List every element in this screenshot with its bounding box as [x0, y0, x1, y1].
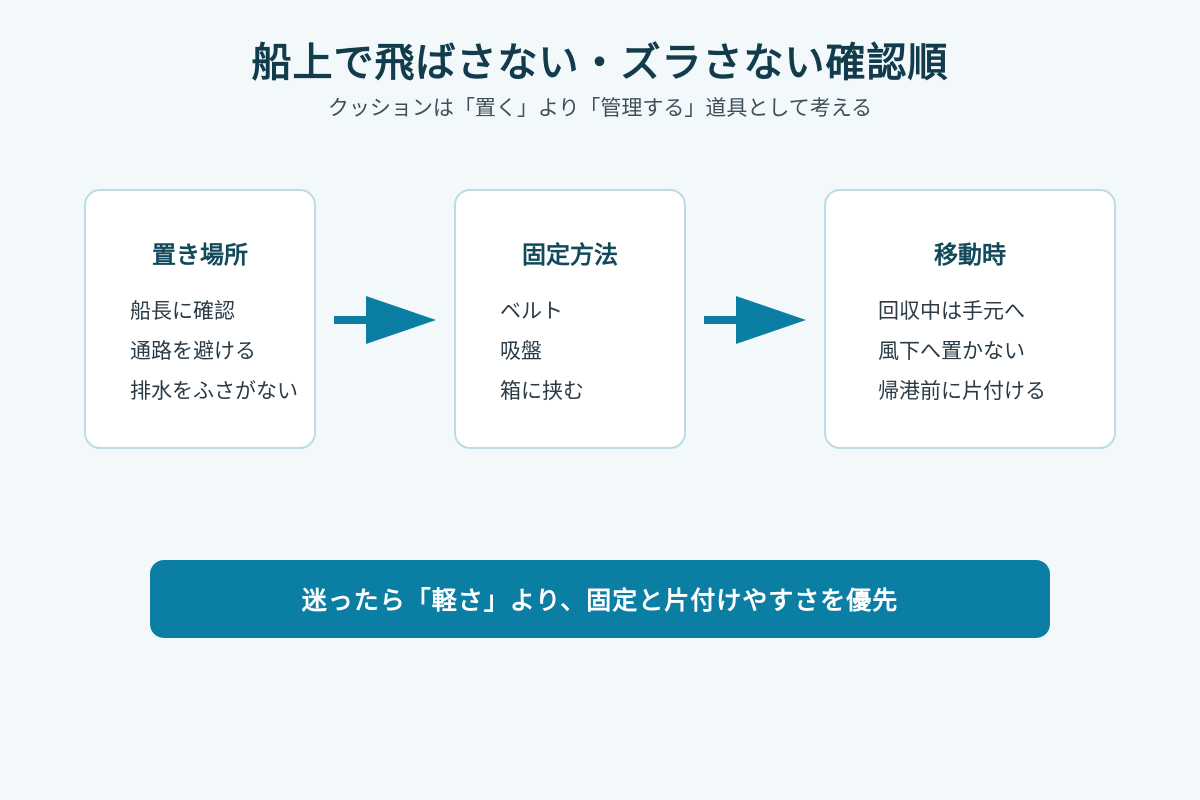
- step-item: 通路を避ける: [130, 339, 256, 363]
- step-item: 箱に挟む: [500, 379, 584, 403]
- page-title: 船上で飛ばさない・ズラさない確認順: [251, 40, 949, 86]
- step-item-list: ベルト 吸盤 箱に挟む: [500, 291, 584, 411]
- step-item: 吸盤: [500, 339, 542, 363]
- step-item: 帰港前に片付ける: [878, 379, 1046, 403]
- arrow-right-icon: [704, 296, 806, 344]
- step-item: 回収中は手元へ: [878, 299, 1025, 323]
- arrow-right-icon: [334, 296, 436, 344]
- step-item: 排水をふさがない: [130, 379, 298, 403]
- step-title: 置き場所: [152, 241, 248, 269]
- page-subtitle: クッションは「置く」より「管理する」道具として考える: [327, 96, 873, 120]
- step-item-list: 回収中は手元へ 風下へ置かない 帰港前に片付ける: [878, 291, 1046, 411]
- banner-text: 迷ったら「軽さ」より、固定と片付けやすさを優先: [301, 586, 899, 615]
- step-card-fixing: 固定方法 ベルト 吸盤 箱に挟む: [454, 189, 686, 449]
- step-item: 船長に確認: [130, 299, 235, 323]
- step-card-moving: 移動時 回収中は手元へ 風下へ置かない 帰港前に片付ける: [824, 189, 1116, 449]
- step-item: 風下へ置かない: [878, 339, 1025, 363]
- step-card-placement: 置き場所 船長に確認 通路を避ける 排水をふさがない: [84, 189, 316, 449]
- step-item-list: 船長に確認 通路を避ける 排水をふさがない: [130, 291, 298, 411]
- step-item: ベルト: [500, 299, 563, 323]
- step-title: 移動時: [934, 241, 1006, 269]
- summary-banner: 迷ったら「軽さ」より、固定と片付けやすさを優先: [150, 560, 1050, 638]
- step-title: 固定方法: [522, 241, 618, 269]
